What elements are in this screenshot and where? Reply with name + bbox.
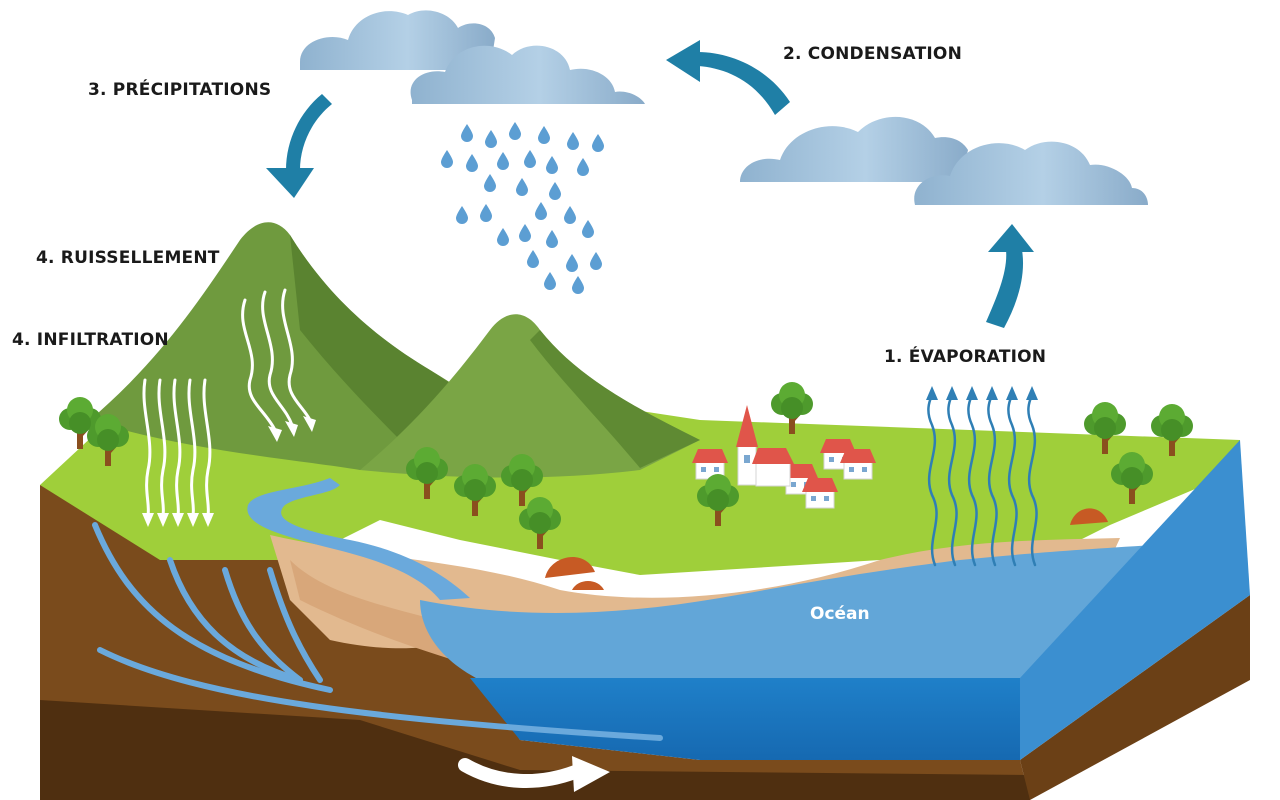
label-infiltration: 4. INFILTRATION xyxy=(12,330,169,350)
raindrop-icon xyxy=(497,152,509,170)
raindrop-icon xyxy=(535,202,547,220)
house-icon xyxy=(839,448,877,480)
raindrop-icon xyxy=(527,250,539,268)
ocean-surface xyxy=(420,540,1240,680)
underground-flow-arrowhead xyxy=(572,756,610,792)
cloud-icon xyxy=(300,10,645,104)
house-icon xyxy=(691,448,729,480)
raindrop-icon xyxy=(590,252,602,270)
village xyxy=(691,405,877,509)
raindrop-icon xyxy=(441,150,453,168)
raindrop-icon xyxy=(461,124,473,142)
mountain-right-shade xyxy=(530,330,700,468)
raindrop-icon xyxy=(549,182,561,200)
raindrop-icon xyxy=(466,154,478,172)
runoff-arrowheads xyxy=(268,416,316,442)
raindrop-icon xyxy=(582,220,594,238)
raindrop-icon xyxy=(485,130,497,148)
label-ocean: Océan xyxy=(810,604,870,624)
groundwater-channels xyxy=(92,522,663,741)
raindrop-icon xyxy=(519,224,531,242)
cloud-icon xyxy=(740,116,1148,205)
label-condensation: 2. CONDENSATION xyxy=(783,44,962,64)
label-runoff: 4. RUISSELLEMENT xyxy=(36,248,220,268)
evaporation-arrows xyxy=(927,393,1038,567)
raindrop-icon xyxy=(564,206,576,224)
infiltration-arrows xyxy=(142,378,212,517)
raindrop-icon xyxy=(456,206,468,224)
raindrop-icon xyxy=(544,272,556,290)
label-evaporation: 1. ÉVAPORATION xyxy=(884,347,1047,367)
raindrop-icon xyxy=(497,228,509,246)
label-precipitation: 3. PRÉCIPITATIONS xyxy=(88,80,272,100)
church-icon xyxy=(736,405,794,487)
ocean-right-side xyxy=(1020,440,1250,760)
deep-soil xyxy=(40,700,1030,800)
raindrop-icon xyxy=(480,204,492,222)
soil-right-side xyxy=(1020,595,1250,800)
raindrop-icon xyxy=(509,122,521,140)
evaporation-arrowheads xyxy=(926,386,1038,400)
underground-flow-arrow-icon xyxy=(458,758,582,789)
raindrops xyxy=(441,122,604,294)
raindrop-icon xyxy=(577,158,589,176)
rocks xyxy=(545,508,1108,590)
raindrop-icon xyxy=(572,276,584,294)
raindrop-icon xyxy=(546,156,558,174)
raindrop-icon xyxy=(567,132,579,150)
ocean-deep xyxy=(470,678,1020,760)
raindrop-icon xyxy=(566,254,578,272)
raindrop-icon xyxy=(538,126,550,144)
raindrop-icon xyxy=(516,178,528,196)
raindrop-icon xyxy=(546,230,558,248)
raindrop-icon xyxy=(592,134,604,152)
raindrop-icon xyxy=(484,174,496,192)
river xyxy=(247,478,470,600)
infiltration-arrowheads xyxy=(142,513,214,527)
raindrop-icon xyxy=(524,150,536,168)
house-icon xyxy=(801,477,839,509)
curved-arrow-icon xyxy=(266,40,1034,328)
runoff-arrows xyxy=(241,288,312,432)
